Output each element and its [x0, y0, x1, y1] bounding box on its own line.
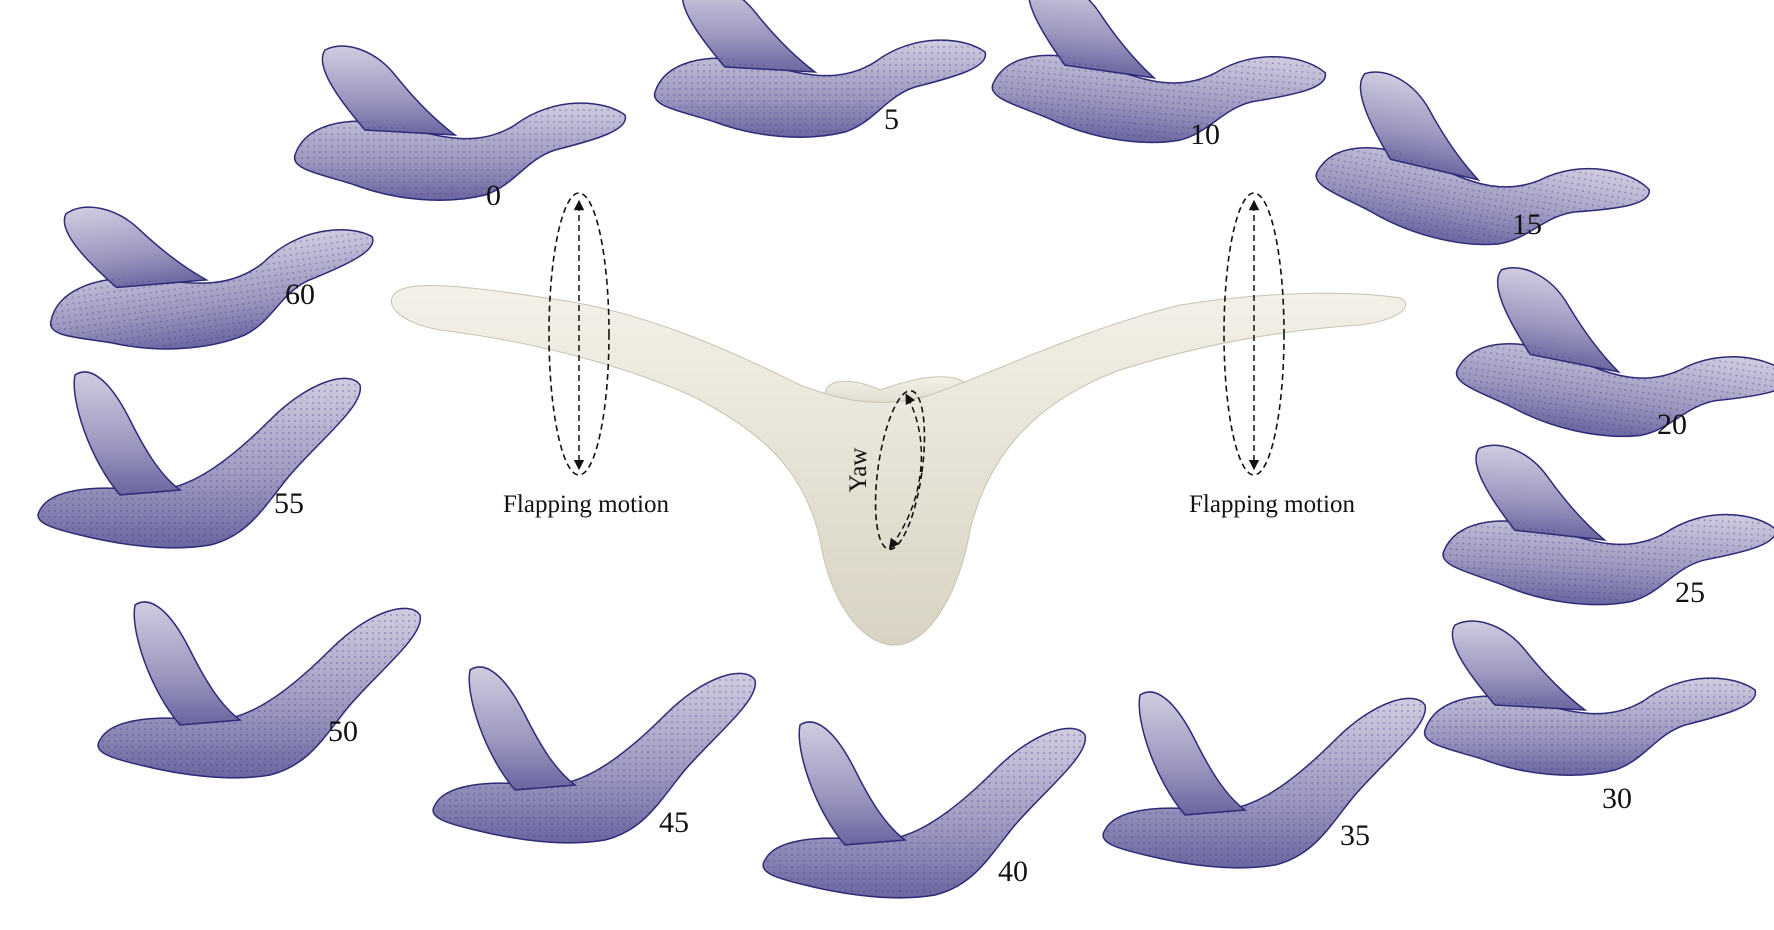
frame-label-5: 5 [884, 103, 899, 136]
bird-frame-5 [653, 0, 987, 138]
flapping-left-ellipse [548, 192, 610, 476]
frame-label-50: 50 [328, 715, 358, 748]
bird-frame-20 [1449, 260, 1774, 461]
bird-frame-10 [987, 0, 1333, 159]
frame-label-40: 40 [998, 855, 1028, 888]
bird-frame-35 [1102, 691, 1427, 869]
bird-frame-30 [1423, 620, 1757, 776]
frame-label-55: 55 [274, 487, 304, 520]
frame-label-20: 20 [1657, 408, 1687, 441]
yaw-label: Yaw [845, 448, 872, 493]
bird-frame-15 [1308, 63, 1663, 275]
bird-frame-45 [432, 666, 757, 844]
frame-label-60: 60 [285, 278, 315, 311]
bird-frame-40 [762, 721, 1087, 899]
yaw-arrow [888, 393, 923, 550]
yaw-ellipse [874, 389, 926, 551]
frame-label-25: 25 [1675, 576, 1705, 609]
bird-frame-55 [37, 371, 362, 549]
flapping-right-label: Flapping motion [1189, 491, 1355, 518]
bird-frame-50 [97, 601, 422, 779]
frame-label-35: 35 [1340, 819, 1370, 852]
flapping-left-label: Flapping motion [503, 491, 669, 518]
frame-label-15: 15 [1512, 208, 1542, 241]
bird-frame-25 [1440, 442, 1774, 615]
frame-label-0: 0 [486, 179, 501, 212]
frame-label-45: 45 [659, 806, 689, 839]
bird-frame-60 [34, 167, 386, 368]
bird-frame-0 [293, 45, 627, 201]
frame-label-10: 10 [1190, 118, 1220, 151]
flapping-right-ellipse [1223, 192, 1285, 476]
frame-label-30: 30 [1602, 782, 1632, 815]
